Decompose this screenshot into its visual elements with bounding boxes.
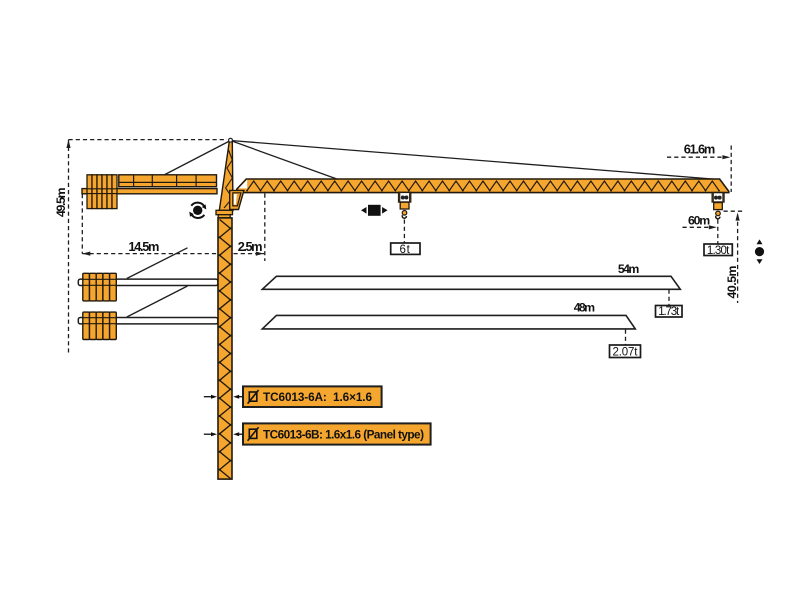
svg-text:1.73t: 1.73t bbox=[658, 306, 680, 318]
svg-text:TC6013-6A: 1.6×1.6: TC6013-6A: 1.6×1.6 bbox=[263, 390, 372, 404]
svg-text:61.6m: 61.6m bbox=[684, 141, 716, 156]
svg-text:60m: 60m bbox=[688, 214, 710, 228]
svg-text:2.5m: 2.5m bbox=[238, 239, 263, 254]
svg-text:14.5m: 14.5m bbox=[128, 239, 159, 254]
svg-text:2.07t: 2.07t bbox=[613, 346, 639, 358]
svg-text:49.5m: 49.5m bbox=[54, 187, 68, 217]
svg-text:54m: 54m bbox=[618, 262, 640, 276]
svg-text:48m: 48m bbox=[574, 301, 595, 315]
svg-text:6t: 6t bbox=[400, 244, 411, 256]
svg-text:TC6013-6B: 1.6x1.6 (Panel type: TC6013-6B: 1.6x1.6 (Panel type) bbox=[263, 428, 424, 442]
svg-text:1.30t: 1.30t bbox=[707, 245, 730, 257]
svg-text:40.5m: 40.5m bbox=[725, 265, 739, 298]
